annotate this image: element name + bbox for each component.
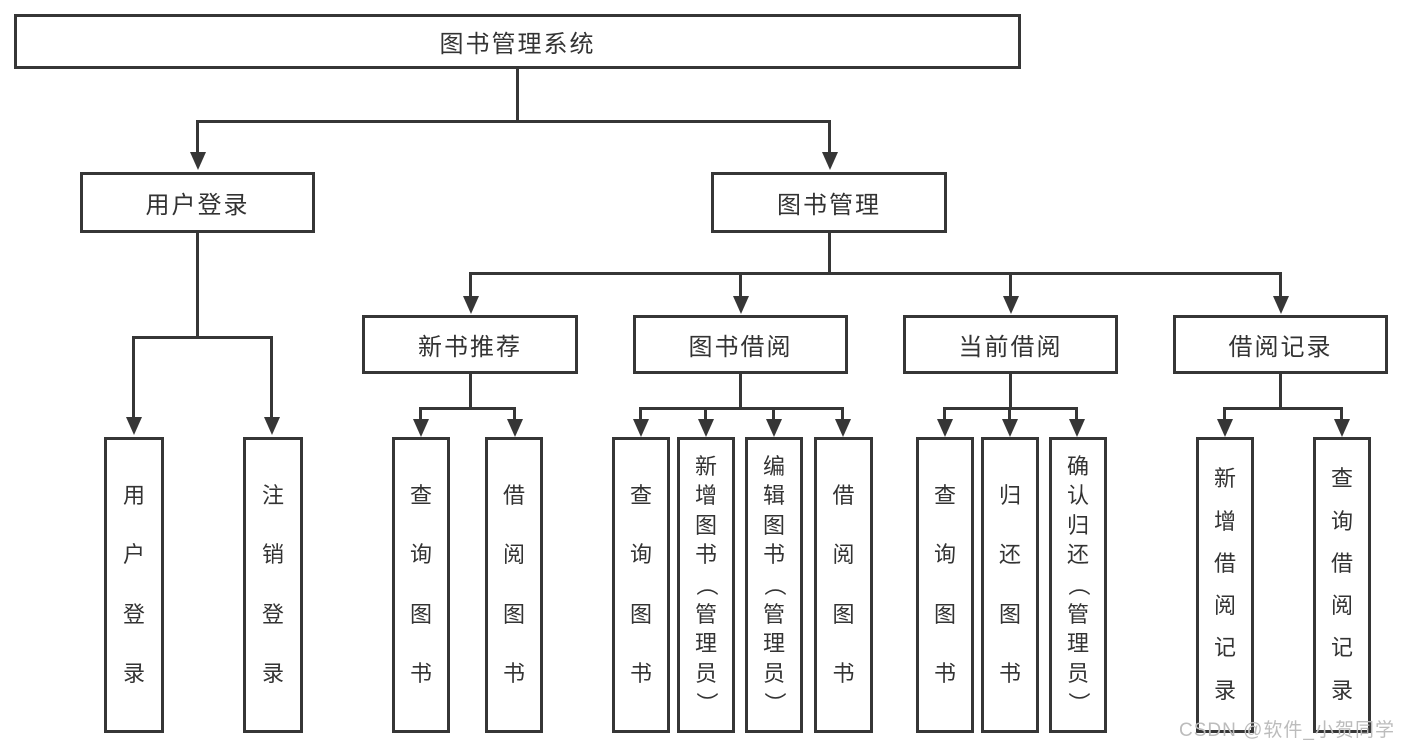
connector-line	[196, 233, 199, 336]
node-book-management: 图书管理	[711, 172, 947, 233]
leaf-add-book-admin: 新增图书（管理员）	[677, 437, 735, 733]
node-user-login: 用户登录	[80, 172, 315, 233]
leaf-user-login: 用户登录	[104, 437, 164, 733]
connector-line	[639, 407, 844, 410]
watermark: CSDN @软件_小贺同学	[1179, 720, 1395, 741]
arrow-down-icon	[264, 417, 280, 435]
arrow-down-icon	[1273, 296, 1289, 314]
arrow-down-icon	[633, 419, 649, 437]
connector-line	[132, 336, 273, 339]
connector-line	[1279, 272, 1282, 297]
connector-line	[132, 336, 135, 417]
leaf-logout: 注销登录	[243, 437, 303, 733]
connector-line	[516, 69, 519, 120]
connector-line	[1008, 407, 1011, 419]
connector-line	[270, 336, 273, 417]
leaf-query-books-current: 查询图书	[916, 437, 974, 733]
connector-line	[196, 120, 831, 123]
connector-line	[739, 272, 742, 297]
connector-line	[1223, 407, 1226, 419]
arrow-down-icon	[1002, 419, 1018, 437]
arrow-down-icon	[1069, 419, 1085, 437]
leaf-borrow-books-recommend: 借阅图书	[485, 437, 543, 733]
leaf-query-books-recommend: 查询图书	[392, 437, 450, 733]
connector-line	[1075, 407, 1078, 419]
connector-line	[772, 407, 775, 419]
connector-line	[1223, 407, 1342, 410]
leaf-confirm-return-admin: 确认归还（管理员）	[1049, 437, 1107, 733]
node-new-book-recommendation: 新书推荐	[362, 315, 578, 374]
arrow-down-icon	[766, 419, 782, 437]
arrow-down-icon	[1334, 419, 1350, 437]
leaf-edit-book-admin: 编辑图书（管理员）	[745, 437, 803, 733]
connector-line	[1340, 407, 1343, 419]
connector-line	[419, 407, 516, 410]
connector-line	[469, 374, 472, 407]
arrow-down-icon	[1003, 296, 1019, 314]
leaf-add-borrow-record: 新增借阅记录	[1196, 437, 1254, 733]
arrow-down-icon	[190, 152, 206, 170]
connector-line	[1279, 374, 1282, 407]
arrow-down-icon	[126, 417, 142, 435]
arrow-down-icon	[733, 296, 749, 314]
connector-line	[841, 407, 844, 419]
node-library-management-system: 图书管理系统	[14, 14, 1021, 69]
connector-line	[419, 407, 422, 419]
node-book-borrowing: 图书借阅	[633, 315, 848, 374]
arrow-down-icon	[463, 296, 479, 314]
connector-line	[1009, 374, 1012, 407]
node-current-borrowing: 当前借阅	[903, 315, 1118, 374]
arrow-down-icon	[822, 152, 838, 170]
connector-line	[469, 272, 1281, 275]
arrow-down-icon	[507, 419, 523, 437]
arrow-down-icon	[835, 419, 851, 437]
arrow-down-icon	[698, 419, 714, 437]
connector-line	[828, 120, 831, 153]
connector-line	[513, 407, 516, 419]
leaf-query-books-borrowing: 查询图书	[612, 437, 670, 733]
leaf-borrow-books-borrowing: 借阅图书	[814, 437, 873, 733]
leaf-query-borrow-record: 查询借阅记录	[1313, 437, 1371, 733]
arrow-down-icon	[1217, 419, 1233, 437]
connector-line	[943, 407, 946, 419]
connector-line	[639, 407, 642, 419]
leaf-return-books: 归还图书	[981, 437, 1039, 733]
connector-line	[739, 374, 742, 407]
arrow-down-icon	[937, 419, 953, 437]
connector-line	[196, 120, 199, 153]
connector-line	[828, 233, 831, 272]
connector-line	[704, 407, 707, 419]
node-borrowing-records: 借阅记录	[1173, 315, 1388, 374]
connector-line	[1009, 272, 1012, 297]
connector-line	[469, 272, 472, 297]
arrow-down-icon	[413, 419, 429, 437]
